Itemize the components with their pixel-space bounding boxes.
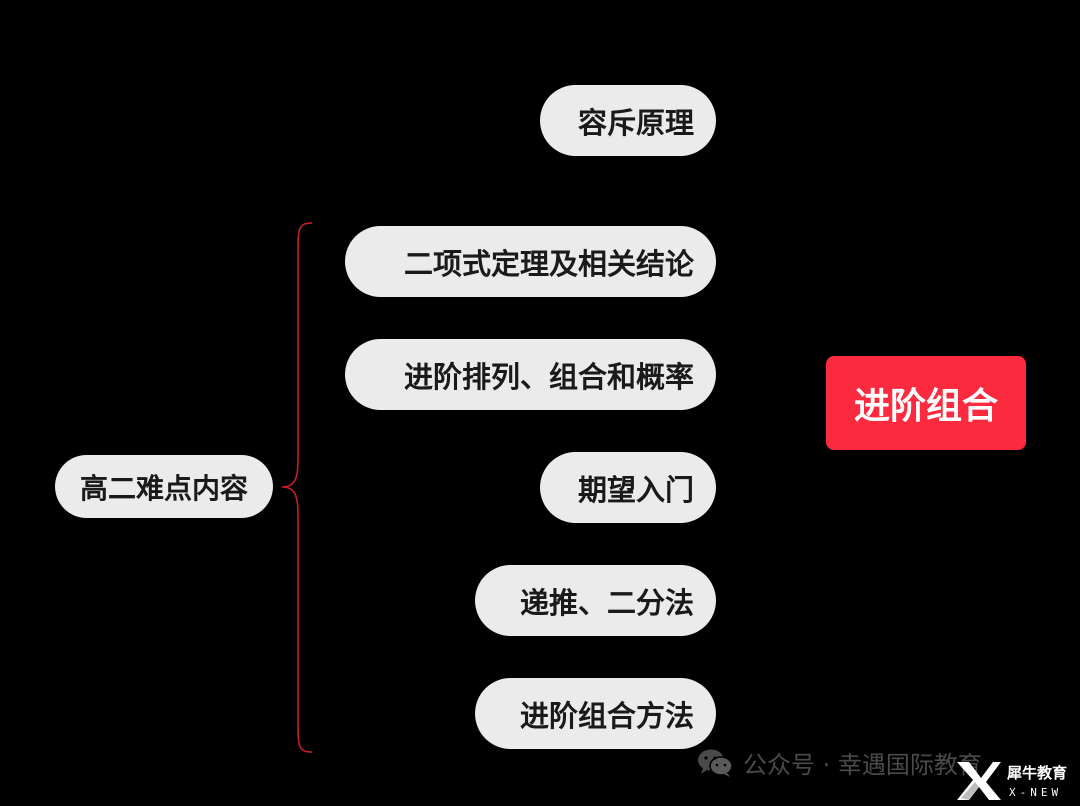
root-node: 高二难点内容: [55, 455, 273, 518]
branch-node-advanced-combination-methods: 进阶组合方法: [475, 678, 716, 749]
logo-name: 犀牛教育: [1006, 764, 1067, 782]
branch-node-expectation-intro: 期望入门: [540, 452, 716, 523]
branch-node-binomial-theorem: 二项式定理及相关结论: [345, 226, 716, 297]
brand-logo: 犀牛教育 X-NEW: [957, 762, 1067, 800]
logo-tagline: X-NEW: [1009, 786, 1062, 799]
watermark: 公众号 · 幸遇国际教育: [697, 745, 982, 780]
branch-node-inclusion-exclusion: 容斥原理: [540, 85, 716, 156]
x-logo-icon: [957, 762, 1001, 800]
root-label: 高二难点内容: [79, 471, 248, 505]
watermark-text: 公众号 · 幸遇国际教育: [743, 751, 982, 779]
branch-label: 递推、二分法: [519, 585, 694, 620]
branch-node-recursion-bisection: 递推、二分法: [475, 565, 716, 636]
brace-connector: [281, 222, 313, 753]
branch-label: 进阶排列、组合和概率: [403, 359, 694, 394]
branch-label: 进阶组合方法: [519, 698, 694, 733]
branch-label: 期望入门: [577, 472, 694, 507]
branch-label: 容斥原理: [577, 105, 694, 140]
branch-label: 二项式定理及相关结论: [403, 246, 694, 281]
wechat-icon: [698, 749, 733, 777]
branch-node-advanced-permutation: 进阶排列、组合和概率: [345, 339, 716, 410]
highlight-badge: 进阶组合: [826, 356, 1026, 450]
highlight-label: 进阶组合: [853, 386, 998, 427]
